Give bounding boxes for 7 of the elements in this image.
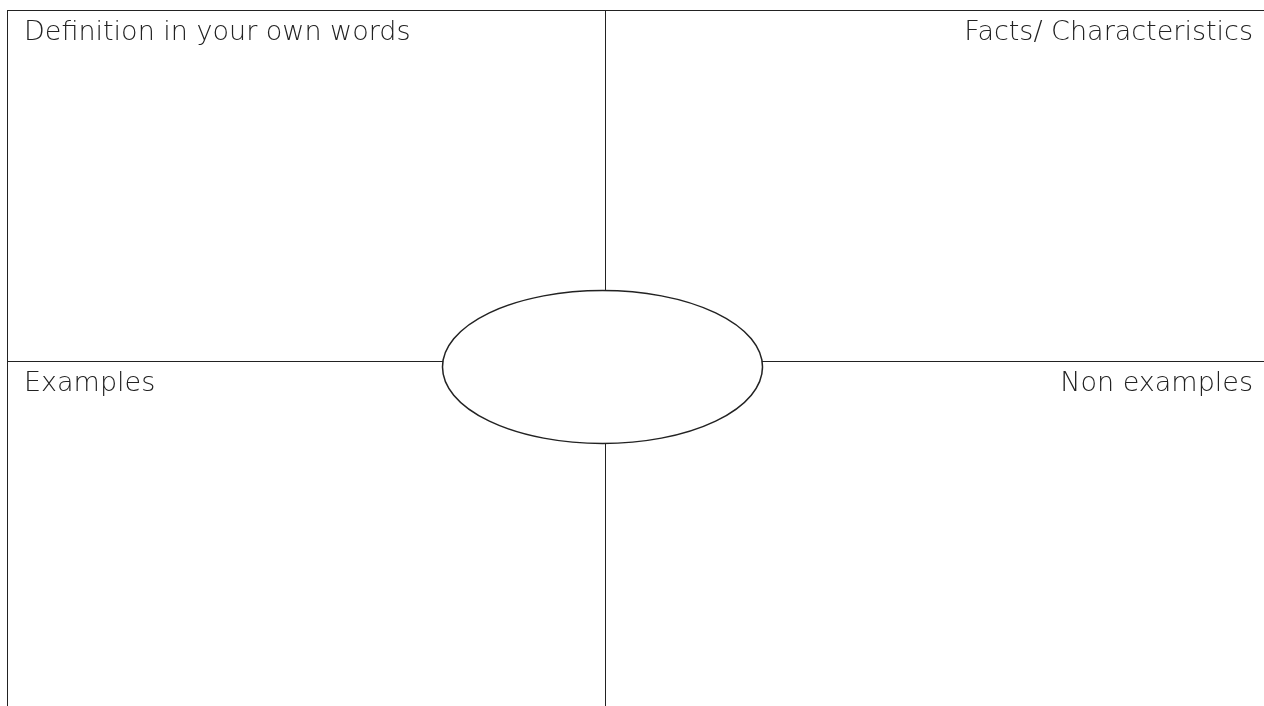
- quadrant-heading: Non examples: [1060, 366, 1253, 397]
- quadrant-panel: [7, 10, 607, 363]
- center-oval: [441, 289, 764, 445]
- quadrant-heading: Definition in your own words: [24, 15, 411, 46]
- quadrant-heading: Examples: [24, 366, 156, 397]
- quadrant-heading: Facts/ Characteristics: [964, 15, 1253, 46]
- quadrant-panel: [605, 361, 1264, 706]
